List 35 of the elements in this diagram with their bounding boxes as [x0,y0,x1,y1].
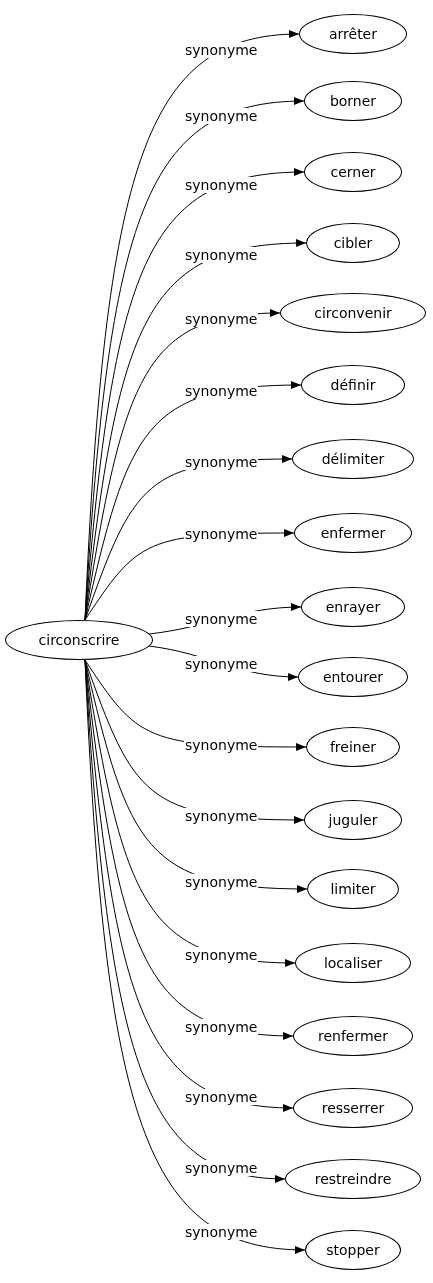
word-label: renfermer [318,1028,388,1044]
word-label: borner [329,93,377,109]
word-label: localiser [323,955,383,971]
word-label: stopper [326,1242,380,1258]
word-label: restreindre [314,1171,392,1187]
edge-label: synonyme [184,655,259,672]
word-label: cerner [330,164,376,180]
edge-label: synonyme [184,1088,259,1105]
word-label: resserrer [321,1100,385,1116]
word-label: enrayer [325,599,381,615]
edge-label: synonyme [184,947,259,964]
arrow [84,659,306,1254]
edge-label: synonyme [184,310,259,327]
edge-label: synonyme [184,177,259,194]
word-label: freiner [329,739,377,755]
word-label: arrêter [329,26,377,42]
edge-label: synonyme [184,1018,259,1035]
edge-label: synonyme [184,874,259,891]
word-label: circonscrire [38,632,120,648]
word-label: circonvenir [314,305,392,321]
word-label: cibler [333,235,373,251]
word-label: entourer [322,669,384,685]
word-label: délimiter [321,451,385,467]
word-label: limiter [330,881,376,897]
edge-label: synonyme [184,41,259,58]
word-label: définir [330,377,376,393]
edge-label: synonyme [184,1160,259,1177]
edge-label: synonyme [184,610,259,627]
edge-label: synonyme [184,1224,259,1241]
edge-label: synonyme [184,383,259,400]
edge-label: synonyme [184,246,259,263]
word-label: juguler [328,812,378,828]
edge-label: synonyme [184,108,259,125]
edge-label: synonyme [184,808,259,824]
word-label: enfermer [320,525,386,541]
